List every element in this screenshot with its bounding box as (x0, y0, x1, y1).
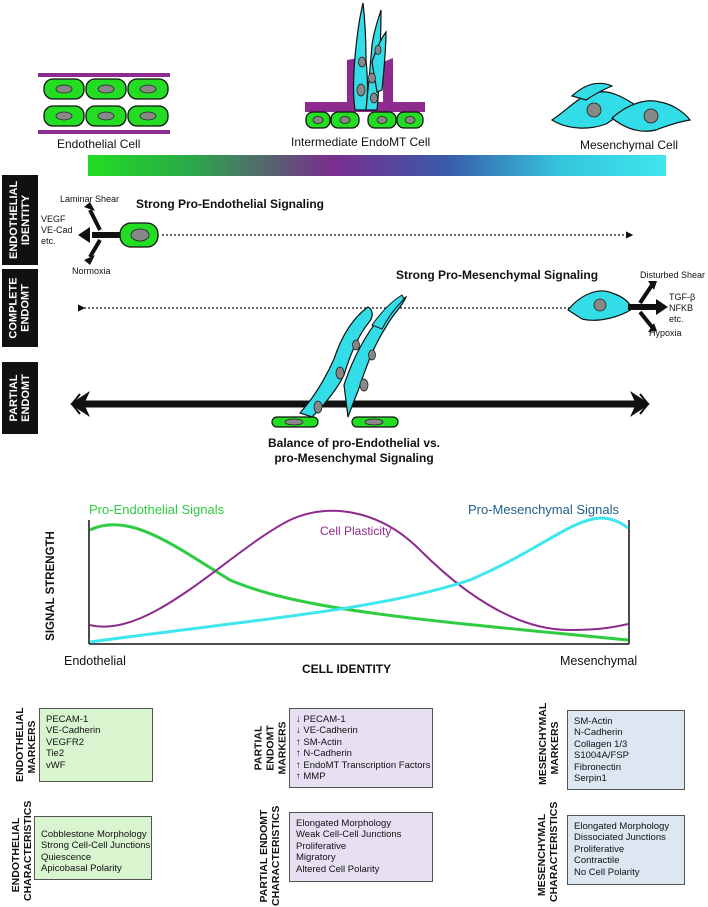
mesenchymal-cell-label: Mesenchymal Cell (580, 138, 679, 152)
tab-partial-endomt: PARTIAL ENDOMT (2, 362, 38, 434)
mes-characteristic: Proliferative (574, 843, 625, 855)
mesenchymal-cells (550, 82, 692, 132)
partial-characteristic: Weak Cell-Cell Junctions (296, 829, 402, 841)
signal-graph (88, 509, 630, 645)
endo-marker: PECAM-1 (46, 714, 89, 725)
mes-characteristic: Dissociated Junctions (574, 832, 666, 844)
pro-endothelial-factors: VEGF VE-Cad etc. (41, 214, 73, 247)
mes-marker: Collagen 1/3 (574, 738, 628, 750)
label-pro-mesenchymal: Pro-Mesenchymal Signals (468, 502, 620, 517)
partial-marker: ↑ N-Cadherin (296, 748, 352, 760)
mesenchymal-characteristics-title: MESENCHYMAL CHARACTERISTICS (536, 801, 560, 902)
mes-marker: SM-Actin (574, 716, 613, 727)
endo-characteristic: Strong Cell-Cell Junctions (41, 840, 151, 852)
partial-markers-title: PARTIAL ENDOMT MARKERS (253, 721, 289, 775)
partial-characteristics-title: PARTIAL ENDOMT CHARACTERISTICS (258, 805, 282, 906)
mesenchymal-characteristics-box: Elongated Morphology Dissociated Junctio… (567, 815, 685, 885)
mes-characteristic: Elongated Morphology (574, 821, 670, 832)
endo-marker: VEGFR2 (46, 736, 85, 748)
factor-nfkb: NFKB (669, 303, 694, 313)
disturbed-shear-label: Disturbed Shear (640, 270, 706, 280)
top-illustration (38, 2, 692, 176)
balance-caption-line2: pro-Mesenchymal Signaling (274, 451, 434, 465)
endo-marker: VE-Cadherin (46, 725, 101, 737)
pro-mesenchymal-title: Strong Pro-Mesenchymal Signaling (396, 268, 599, 282)
partial-marker: ↓ PECAM-1 (296, 714, 346, 725)
pro-mesenchymal-arrows (78, 281, 668, 332)
endo-characteristic: Cobblestone Morphology (41, 829, 147, 840)
factor-vegf: VEGF (41, 214, 66, 224)
endothelial-characteristics-box: Cobblestone Morphology Strong Cell-Cell … (34, 816, 152, 880)
endothelial-markers-title: ENDOTHELIAL MARKERS (14, 707, 38, 782)
x-axis-label: CELL IDENTITY (302, 662, 392, 676)
partial-marker: ↑ SM-Actin (296, 736, 342, 748)
mes-characteristic: Contractile (574, 855, 620, 867)
partial-characteristic: Proliferative (296, 840, 347, 852)
identity-gradient-bar (88, 155, 666, 176)
partial-endomt-cell (271, 294, 408, 428)
intermediate-endomt-cell (305, 2, 425, 129)
endothelial-cell-sheet (38, 73, 170, 134)
endo-marker: Tie2 (46, 748, 65, 760)
mesenchymal-markers-box: SM-Actin N-Cadherin Collagen 1/3 S1004A/… (567, 710, 685, 790)
partial-markers-box: ↓ PECAM-1 ↓ VE-Cadherin ↑ SM-Actin ↑ N-C… (289, 708, 433, 788)
y-axis-label: SIGNAL STRENGTH (45, 531, 57, 641)
intermediate-cell-label: Intermediate EndoMT Cell (291, 135, 431, 149)
endo-characteristic: Quiescence (41, 851, 92, 863)
x-label-endothelial: Endothelial (64, 654, 126, 668)
factor-etc: etc. (41, 236, 56, 246)
balance-arrow (70, 391, 650, 417)
pro-endothelial-arrows (78, 202, 634, 265)
mes-marker: Serpin1 (574, 773, 607, 785)
tab-complete-endomt: COMPLETE ENDOMT (2, 269, 38, 347)
partial-characteristic: Migratory (296, 852, 336, 864)
laminar-shear-label: Laminar Shear (60, 194, 120, 204)
factor-tgfb: TGF-β (669, 292, 696, 302)
tab-endothelial-identity: ENDOTHELIAL IDENTITY (2, 175, 38, 265)
balance-caption: Balance of pro-Endothelial vs. pro-Mesen… (254, 436, 454, 466)
mesenchymal-markers-title: MESENCHYMAL MARKERS (537, 702, 561, 785)
mes-characteristic: No Cell Polarity (574, 866, 640, 878)
factor-vecad: VE-Cad (41, 225, 73, 235)
x-label-mesenchymal: Mesenchymal (560, 654, 638, 668)
label-pro-endothelial: Pro-Endothelial Signals (89, 502, 225, 517)
mes-marker: S1004A/FSP (574, 750, 629, 762)
partial-marker: ↑ EndoMT Transcription Factors (296, 759, 431, 771)
endo-marker: vWF (46, 759, 66, 771)
partial-marker: ↑ MMP (296, 771, 326, 783)
partial-characteristic: Elongated Morphology (296, 818, 392, 829)
pro-endothelial-title: Strong Pro-Endothelial Signaling (136, 197, 324, 211)
partial-characteristics-box: Elongated Morphology Weak Cell-Cell Junc… (289, 812, 433, 882)
pro-mesenchymal-factors: TGF-β NFKB etc. (669, 292, 695, 325)
endothelial-cell-label: Endothelial Cell (57, 137, 141, 151)
hypoxia-label: Hypoxia (649, 328, 682, 338)
label-cell-plasticity: Cell Plasticity (320, 524, 392, 538)
factor-etc-mes: etc. (669, 314, 684, 324)
balance-caption-line1: Balance of pro-Endothelial vs. (267, 436, 441, 450)
endo-characteristic: Apicobasal Polarity (41, 863, 122, 875)
partial-characteristic: Altered Cell Polarity (296, 863, 380, 875)
endothelial-markers-box: PECAM-1 VE-Cadherin VEGFR2 Tie2 vWF (39, 708, 153, 782)
signaling-rows (70, 202, 668, 428)
mes-marker: N-Cadherin (574, 727, 623, 739)
partial-marker: ↓ VE-Cadherin (296, 725, 358, 737)
curve-pro-mesenchymal (89, 516, 629, 644)
mes-marker: Fibronectin (574, 761, 621, 773)
normoxia-label: Normoxia (72, 266, 111, 276)
curve-cell-plasticity (89, 509, 629, 632)
curve-pro-endothelial (89, 523, 629, 642)
